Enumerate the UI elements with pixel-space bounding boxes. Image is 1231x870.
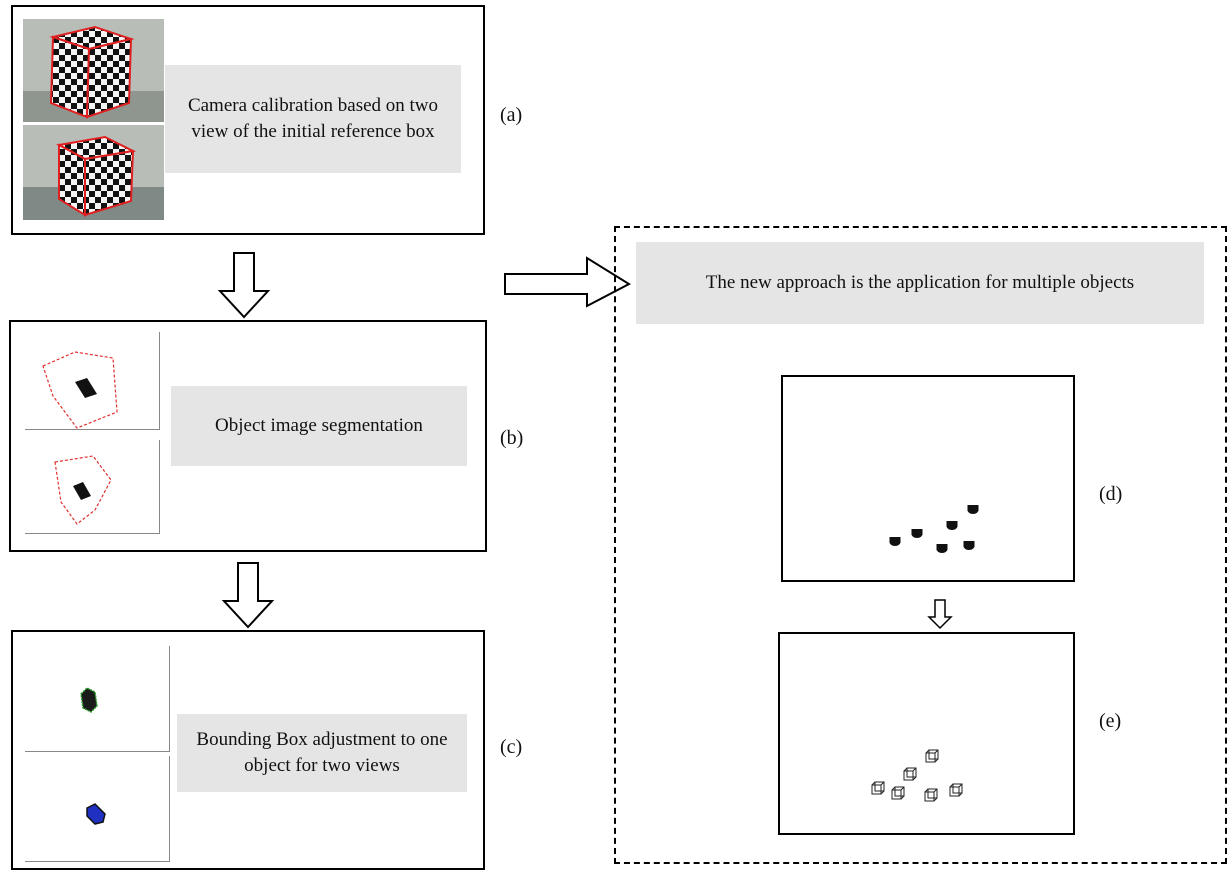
multiple-objects-description: The new approach is the application for … (636, 242, 1204, 324)
label-a: (a) (500, 104, 523, 126)
bounding-box-view-2 (25, 756, 170, 862)
multi-object-segmentation-view (781, 375, 1075, 582)
bounding-box-view-1 (25, 646, 170, 752)
segmentation-view-2 (25, 440, 160, 534)
panel-b: Object image segmentation (9, 320, 487, 552)
arrow-down-icon (217, 252, 271, 319)
arrow-right-icon (504, 256, 632, 308)
bounding-box-description: Bounding Box adjustment to one object fo… (177, 714, 467, 792)
label-e: (e) (1099, 710, 1122, 732)
label-c: (c) (500, 736, 523, 758)
multiple-objects-panel: The new approach is the application for … (614, 226, 1227, 864)
calibration-cube-view-2 (23, 125, 164, 220)
arrow-down-icon (927, 599, 953, 630)
calibration-description: Camera calibration based on two view of … (165, 65, 461, 173)
panel-c: Bounding Box adjustment to one object fo… (11, 630, 485, 870)
panel-a: Camera calibration based on two view of … (11, 5, 485, 235)
arrow-down-icon (221, 562, 275, 629)
segmentation-description: Object image segmentation (171, 386, 467, 466)
label-b: (b) (500, 427, 524, 449)
multi-object-bounding-box-view (778, 632, 1075, 835)
calibration-cube-view-1 (23, 19, 164, 122)
segmentation-view-1 (25, 332, 160, 430)
label-d: (d) (1099, 483, 1123, 505)
